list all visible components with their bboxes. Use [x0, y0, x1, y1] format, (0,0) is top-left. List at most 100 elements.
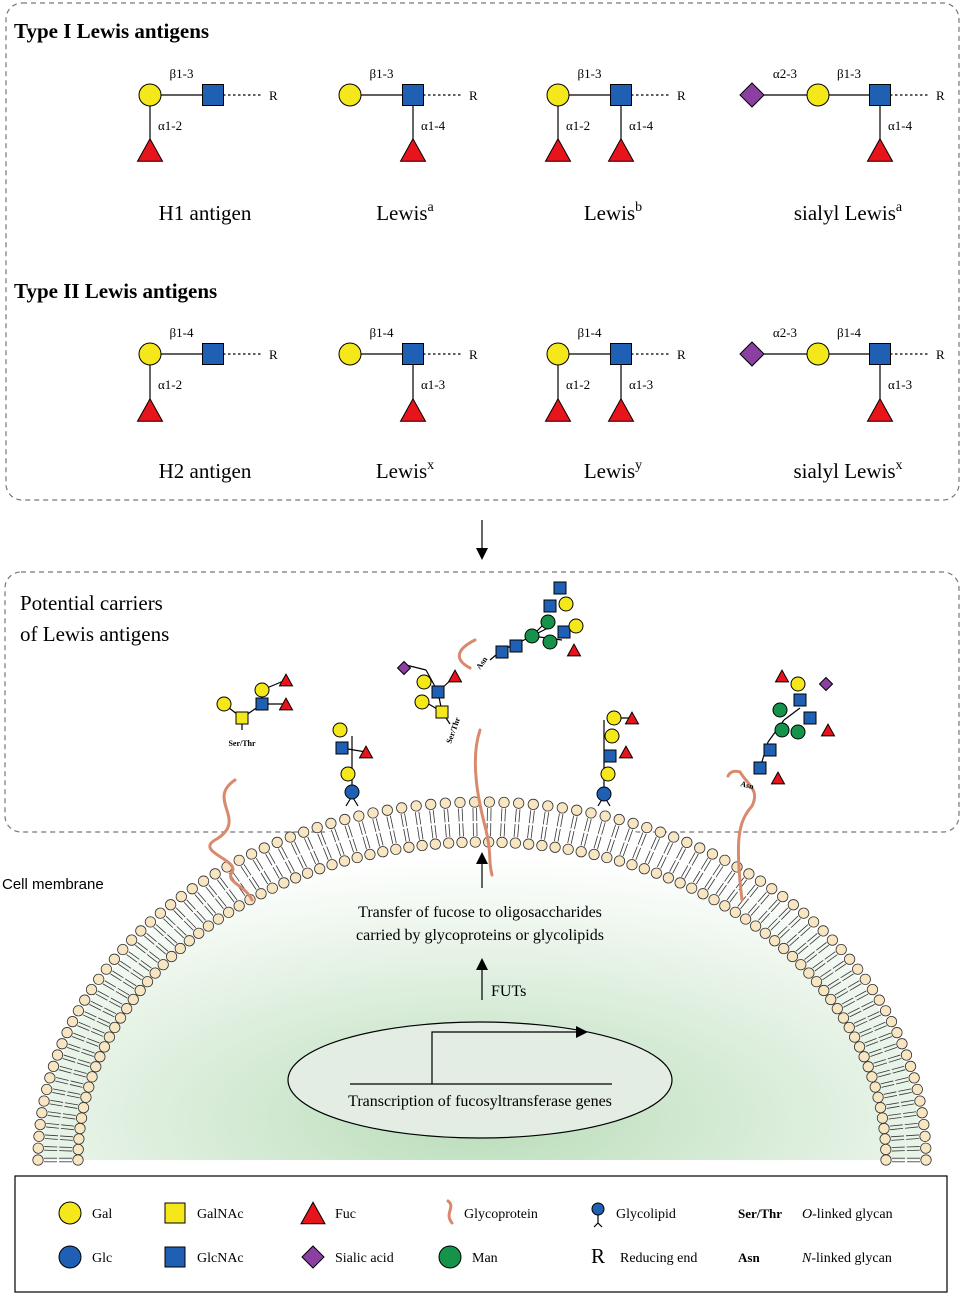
glycoprotein-icon	[446, 1199, 454, 1225]
lipid-head	[750, 920, 762, 932]
galactose	[546, 83, 570, 107]
lipid-head	[197, 875, 210, 887]
antigen-name: H1 antigen	[159, 201, 252, 225]
mannose	[524, 628, 540, 644]
reducing-end-symbol: R	[677, 347, 686, 362]
legend-item-glycolipid: Glycolipid	[591, 1202, 676, 1228]
galactose	[600, 766, 616, 782]
glycoprotein-chain	[736, 770, 757, 902]
antigen-name-main: Lewis	[584, 459, 635, 483]
galactose	[416, 674, 432, 690]
ser-thr-tag: Ser/Thr	[228, 739, 256, 748]
reducing-label: Reducing end	[620, 1251, 697, 1266]
fucose	[607, 137, 635, 162]
galactose	[606, 710, 622, 726]
lipid-head	[740, 913, 752, 925]
legend-item-gal: Gal	[58, 1201, 112, 1225]
glycolipid-label: Glycolipid	[616, 1207, 676, 1222]
lipid-head	[835, 943, 847, 956]
lipid-head	[880, 1143, 892, 1156]
lipid-head	[114, 1012, 127, 1024]
lipid-head	[75, 1112, 88, 1124]
glucose	[344, 784, 360, 800]
lipid-head	[571, 804, 583, 816]
lipid-head	[719, 854, 731, 866]
glycoprotein-label: Glycoprotein	[464, 1207, 538, 1222]
linkage-label: α1-2	[158, 118, 182, 133]
glycan-type-text: -linked glycan	[812, 1207, 892, 1222]
antigen-name: Lewisy	[584, 458, 642, 483]
lipid-head	[904, 1060, 917, 1072]
lipid-head	[149, 967, 161, 979]
glcnac	[202, 343, 224, 365]
reducing-end-symbol: R	[269, 88, 278, 103]
glc-icon	[58, 1245, 82, 1269]
reducing-end-symbol: R	[469, 347, 478, 362]
lipid-head	[61, 1027, 73, 1039]
lipid-head	[325, 817, 337, 829]
linkage-label: α1-4	[421, 118, 446, 133]
lipid-head	[798, 907, 810, 919]
lipid-head	[662, 872, 674, 884]
lipid-head	[353, 810, 365, 822]
linkage-label: α1-3	[888, 377, 912, 392]
glcnac-icon	[164, 1246, 186, 1268]
antigen-name-sup: y	[635, 458, 642, 473]
legend-item-fuc: Fuc	[300, 1201, 356, 1225]
fucose	[544, 397, 572, 422]
lipid-head	[33, 1130, 45, 1142]
lipid-head	[410, 800, 422, 812]
lipid-head	[193, 927, 205, 939]
mannose	[774, 722, 790, 738]
lipid-head	[872, 1091, 884, 1103]
linkage-label: α1-4	[888, 118, 913, 133]
fucose	[866, 137, 894, 162]
fucose	[278, 673, 294, 687]
glcnac	[869, 84, 891, 106]
antigen-name-main: H1 antigen	[159, 201, 252, 225]
antigen-panel	[5, 2, 960, 501]
lipid-head	[879, 1133, 891, 1145]
lipid-head	[83, 1081, 95, 1093]
mannose	[772, 702, 788, 718]
ser-thr-label: Ser/Thr	[738, 1206, 782, 1221]
fucose	[399, 397, 427, 422]
asn-tag: Asn	[474, 655, 489, 672]
lipid-head	[80, 1091, 92, 1103]
lipid-head	[174, 942, 186, 955]
glcnac	[495, 645, 509, 659]
lipid-head	[743, 868, 755, 880]
linkage-label: α1-4	[629, 118, 654, 133]
lipid-head	[266, 882, 278, 894]
lipid-head	[364, 848, 376, 861]
transcription-arrow	[350, 1026, 612, 1085]
lipid-head	[900, 1049, 913, 1061]
lipid-head	[908, 1072, 920, 1084]
lipid-head	[627, 817, 639, 829]
antigen-name: Lewisa	[376, 200, 434, 225]
lipid-head	[844, 953, 856, 965]
lipid-head	[852, 963, 864, 975]
glcnac	[553, 581, 567, 595]
reducing-end-symbol: R	[936, 347, 945, 362]
lipid-head	[175, 891, 187, 903]
antigen-name: Lewisb	[584, 200, 642, 225]
lipid-head	[56, 1038, 68, 1050]
lipid-head	[86, 1071, 98, 1083]
lipid-head	[654, 826, 666, 838]
glycolipid-icon	[591, 1202, 605, 1216]
lipid-head	[183, 935, 195, 947]
lipid-head	[496, 836, 508, 848]
cell-membrane-label: Cell membrane	[2, 876, 104, 893]
sialic-acid	[739, 341, 765, 367]
glcnac-label: GlcNAc	[197, 1251, 244, 1266]
lipid-head	[719, 900, 731, 912]
lipid-head	[562, 843, 574, 855]
lipid-head	[381, 804, 393, 816]
asn-description: N-linked glycan	[801, 1251, 892, 1266]
ser-thr-description: O-linked glycan	[802, 1207, 893, 1222]
antigen-name-sup: x	[896, 458, 903, 473]
lipid-head	[377, 846, 389, 858]
